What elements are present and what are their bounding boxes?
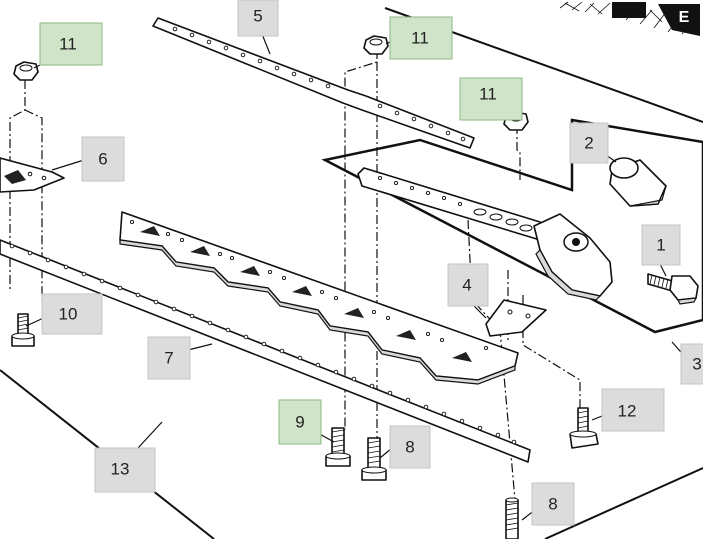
callout-11-left: 11	[39, 22, 103, 66]
svg-text:E: E	[679, 9, 690, 26]
bolt-10	[11, 313, 35, 347]
svg-text:11: 11	[411, 29, 429, 48]
svg-text:13: 13	[111, 460, 130, 479]
knife-section-left	[0, 157, 65, 193]
knife-bar	[0, 239, 531, 463]
svg-text:10: 10	[59, 305, 78, 324]
svg-text:3: 3	[692, 355, 701, 374]
bolt-8-bottom	[505, 497, 519, 539]
knife-sections	[119, 211, 519, 385]
callout-7: 7	[147, 336, 191, 380]
callout-11-right: 11	[459, 77, 523, 121]
svg-text:8: 8	[405, 438, 414, 457]
callout-8-bottom: 8	[531, 482, 575, 526]
callout-12: 12	[601, 388, 665, 432]
bolt-8-center	[361, 437, 387, 481]
bolt-9	[325, 427, 351, 467]
hex-nut-left	[13, 61, 39, 81]
svg-text:11: 11	[479, 85, 497, 104]
svg-text:1: 1	[656, 236, 665, 255]
callout-6: 6	[81, 136, 125, 182]
corner-texture: E	[559, 1, 700, 36]
svg-text:7: 7	[164, 349, 173, 368]
svg-text:11: 11	[59, 35, 77, 54]
callout-1: 1	[641, 224, 681, 266]
callout-9: 9	[278, 399, 322, 445]
svg-text:4: 4	[462, 276, 471, 295]
wear-plate	[485, 299, 547, 337]
callout-13: 13	[94, 447, 156, 493]
knife-back-bar	[152, 17, 475, 149]
head-bolt	[647, 273, 699, 305]
callout-5: 5	[237, 0, 279, 37]
svg-text:2: 2	[584, 134, 593, 153]
svg-text:9: 9	[295, 413, 304, 432]
callout-4: 4	[447, 263, 489, 307]
callout-11-middle: 11	[389, 16, 453, 60]
svg-text:6: 6	[98, 150, 107, 169]
svg-text:5: 5	[253, 7, 262, 26]
callout-10: 10	[41, 293, 103, 335]
roller-bushing	[609, 157, 667, 207]
svg-text:8: 8	[548, 495, 557, 514]
knife-head	[533, 213, 613, 301]
hex-nut-middle	[363, 35, 389, 55]
callout-3: 3	[680, 343, 703, 385]
callout-2: 2	[569, 122, 609, 164]
bolt-12	[569, 407, 599, 449]
svg-text:12: 12	[618, 402, 637, 421]
callout-8-center: 8	[389, 425, 431, 469]
